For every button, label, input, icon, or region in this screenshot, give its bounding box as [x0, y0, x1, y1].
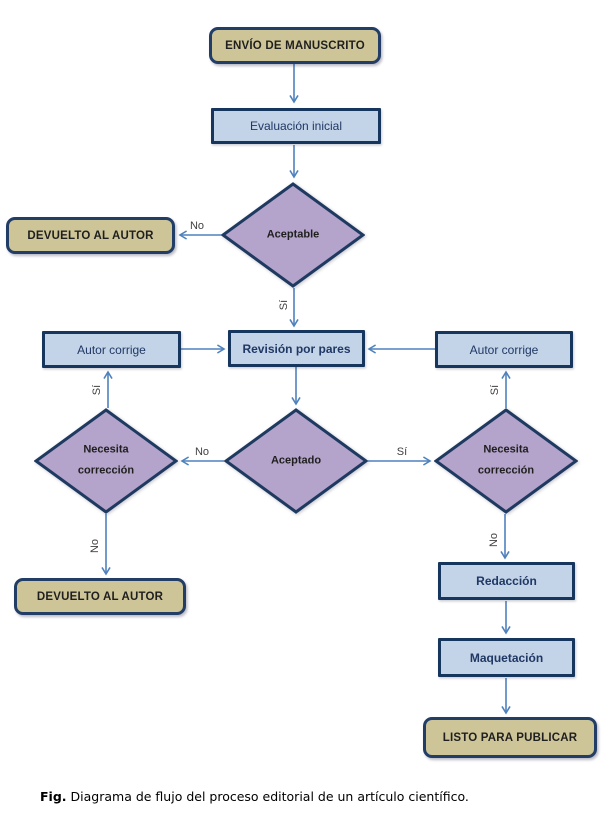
decision-necesita-correccion-izq: Necesita corrección	[34, 408, 178, 514]
decision-label: Necesita corrección	[77, 443, 135, 477]
node-devuelto-al-autor-top: DEVUELTO AL AUTOR	[6, 217, 175, 254]
figure-caption: Fig.Diagrama de flujo del proceso editor…	[40, 789, 580, 804]
node-revision-por-pares: Revisión por pares	[228, 330, 365, 367]
diamond-shape	[34, 408, 178, 514]
caption-text: Diagrama de flujo del proceso editorial …	[70, 789, 469, 804]
node-autor-corrige-der: Autor corrige	[435, 331, 573, 368]
edge-label-necesita-der-si: Sí	[489, 384, 501, 396]
node-evaluacion-inicial: Evaluación inicial	[211, 108, 381, 144]
node-label: Maquetación	[469, 650, 544, 665]
node-label: Autor corrige	[77, 342, 146, 357]
edge-label-aceptable-si: Sí	[278, 299, 290, 311]
node-maquetacion: Maquetación	[438, 638, 575, 677]
decision-label: Necesita corrección	[477, 443, 535, 477]
node-autor-corrige-izq: Autor corrige	[42, 331, 181, 368]
edge-label-aceptable-no: No	[189, 220, 205, 232]
node-label: DEVUELTO AL AUTOR	[36, 590, 164, 603]
node-listo-para-publicar: LISTO PARA PUBLICAR	[423, 717, 597, 758]
node-devuelto-al-autor-bottom: DEVUELTO AL AUTOR	[14, 578, 186, 615]
decision-necesita-correccion-der: Necesita corrección	[434, 408, 578, 514]
node-label: ENVÍO DE MANUSCRITO	[225, 39, 365, 52]
node-label: Redacción	[476, 574, 537, 588]
diamond-shape	[224, 408, 368, 514]
node-envio-manuscrito: ENVÍO DE MANUSCRITO	[209, 27, 381, 64]
diamond-shape	[434, 408, 578, 514]
decision-aceptado: Aceptado	[224, 408, 368, 514]
node-label: LISTO PARA PUBLICAR	[442, 731, 578, 744]
decision-label: Aceptado	[270, 454, 322, 467]
edge-label-necesita-izq-si: Sí	[91, 384, 103, 396]
node-label: Autor corrige	[469, 342, 539, 357]
edge-label-aceptado-no: No	[194, 446, 210, 458]
caption-prefix: Fig.	[40, 789, 67, 804]
edge-label-necesita-der-no: No	[488, 532, 500, 548]
node-redaccion: Redacción	[438, 562, 575, 600]
edge-label-aceptado-si: Sí	[396, 446, 408, 458]
node-label: Revisión por pares	[242, 341, 351, 356]
edge-label-necesita-izq-no: No	[89, 538, 101, 554]
node-label: DEVUELTO AL AUTOR	[27, 229, 154, 242]
decision-label: Aceptable	[266, 228, 320, 241]
diamond-shape	[221, 182, 365, 288]
decision-aceptable: Aceptable	[221, 182, 365, 288]
node-label: Evaluación inicial	[249, 119, 343, 133]
